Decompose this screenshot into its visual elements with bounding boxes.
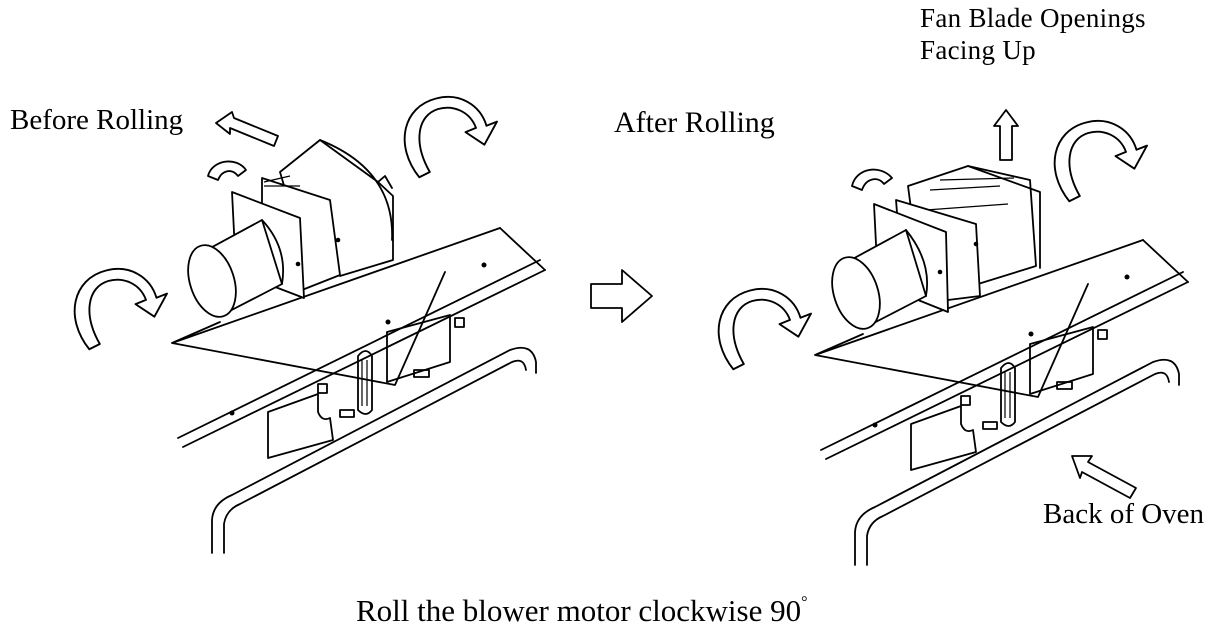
after-rolling-illustration	[717, 109, 1189, 566]
caption-text: Roll the blower motor clockwise 90	[356, 593, 802, 628]
after-rolling-label: After Rolling	[614, 106, 775, 139]
before-rolling-label: Before Rolling	[10, 104, 184, 136]
transition-arrow-icon	[590, 269, 653, 323]
degree-symbol: °	[801, 594, 808, 611]
before-rolling-illustration	[73, 95, 546, 554]
fan-blade-openings-label: Fan Blade Openings Facing Up	[920, 2, 1146, 66]
fan-blade-label-line2: Facing Up	[920, 35, 1036, 65]
fan-blade-label-line1: Fan Blade Openings	[920, 3, 1146, 33]
back-of-oven-label: Back of Oven	[1043, 498, 1205, 530]
caption: Roll the blower motor clockwise 90°	[356, 593, 808, 629]
